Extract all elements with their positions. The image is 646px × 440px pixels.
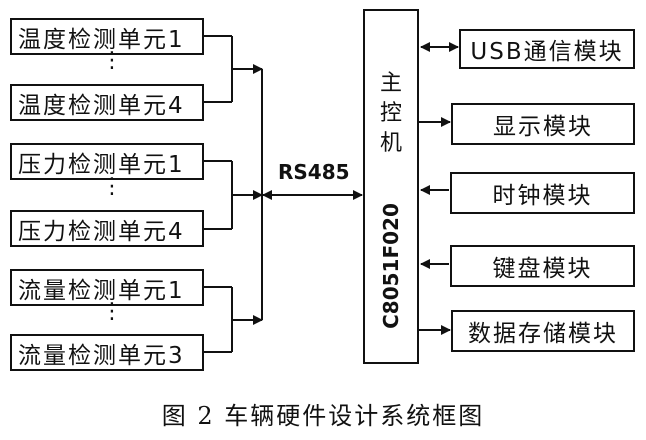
temp-ellipsis: ⋮	[101, 48, 123, 73]
temp-unit-4: 温度检测单元4	[10, 84, 204, 121]
clock-module: 时钟模块	[450, 172, 635, 214]
main-controller-title-char-1: 主	[379, 71, 402, 96]
main-controller-title: 主 控 机	[365, 69, 417, 159]
main-controller-box: 主 控 机 C8051F020	[363, 9, 419, 364]
keyboard-module: 键盘模块	[450, 245, 635, 287]
main-controller-model: C8051F020	[379, 203, 403, 329]
usb-module: USB通信模块	[459, 29, 635, 69]
main-controller-title-char-3: 机	[379, 131, 402, 156]
main-controller-title-char-2: 控	[379, 101, 402, 126]
pressure-unit-4: 压力检测单元4	[10, 210, 204, 247]
pressure-unit-1: 压力检测单元1	[10, 143, 204, 180]
pressure-ellipsis: ⋮	[101, 174, 123, 199]
flow-ellipsis: ⋮	[101, 299, 123, 324]
flow-unit-3: 流量检测单元3	[10, 334, 204, 371]
display-module: 显示模块	[451, 103, 635, 145]
figure-caption: 图 2 车辆硬件设计系统框图	[161, 402, 485, 430]
rs485-label: RS485	[278, 160, 350, 184]
temp-unit-1: 温度检测单元1	[10, 18, 204, 55]
storage-module: 数据存储模块	[451, 310, 635, 352]
flow-unit-1: 流量检测单元1	[10, 269, 204, 306]
